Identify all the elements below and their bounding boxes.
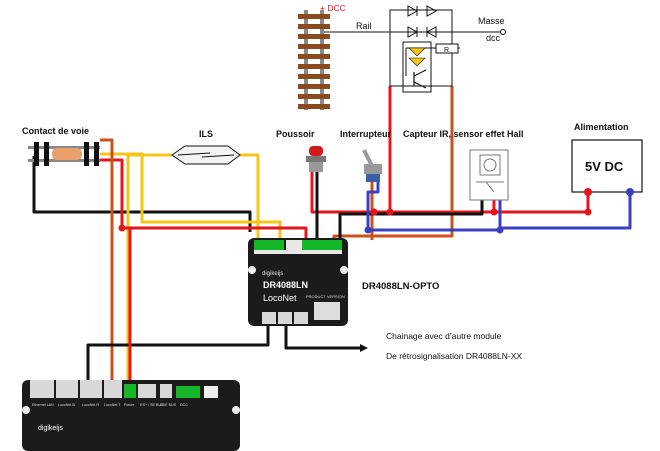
- junction-dots: [118, 208, 592, 234]
- rail-track-top: [298, 10, 330, 110]
- module-brand: digikeijs: [262, 271, 283, 277]
- optocoupler: [402, 41, 432, 93]
- port-label: LocoNet T: [104, 403, 121, 407]
- hall-sensor: [469, 149, 509, 201]
- port-label: LocoNet B: [58, 403, 75, 407]
- masse-terminal: [500, 29, 506, 35]
- wires: [32, 86, 632, 388]
- wire-orange-sensor: [332, 86, 454, 246]
- wire-black-chainage: [284, 325, 360, 350]
- power-plus-terminal: [584, 188, 592, 196]
- masse-label: Masse: [478, 16, 505, 26]
- port-label: Power: [124, 403, 135, 407]
- chainage-line1: Chainage avec d’autre module: [386, 331, 502, 341]
- dr4088ln-module: [248, 238, 348, 326]
- toggle-switch: [362, 149, 382, 182]
- interrupteur-label: Interrupteur: [340, 129, 392, 139]
- wire-yellow-ils: [240, 153, 260, 248]
- module-bus: LocoNet: [263, 293, 297, 303]
- wire-black-hall: [338, 200, 484, 246]
- chainage-line2: De rétrosignalisation DR4088LN-XX: [386, 351, 522, 361]
- wire-blue-switch: [366, 180, 380, 212]
- port-label: Ethernet LAN: [32, 403, 54, 407]
- dcc-label: dcc: [486, 33, 501, 43]
- wire-orange-main: [100, 138, 114, 380]
- command-station: [22, 380, 240, 451]
- power-supply-box: [571, 139, 643, 193]
- power-supply-value: 5V DC: [585, 159, 624, 174]
- wire-red-contact: [100, 158, 130, 230]
- rail-label: Rail: [356, 21, 372, 31]
- sleepers: [298, 14, 330, 109]
- chainage-arrow-head: [360, 344, 368, 352]
- command-station-brand: digikeijs: [38, 425, 63, 432]
- module-version-label: PRODUCT VERSION: [306, 294, 345, 299]
- port-label: DCC: [180, 403, 188, 407]
- diode-bridge: [407, 5, 438, 38]
- contact-track: [28, 142, 100, 166]
- module-model: DR4088LN: [263, 280, 308, 290]
- resistor-label: R: [444, 47, 449, 54]
- command-station-port-labels: Ethernet LAN LocoNet B LocoNet R LocoNet…: [32, 403, 188, 407]
- push-button: [306, 146, 326, 172]
- module-name-label: DR4088LN-OPTO: [362, 281, 439, 292]
- resistor: [435, 43, 459, 54]
- port-label: RS+ / SE BUS: [140, 403, 164, 407]
- ils-reed-switch: [171, 145, 241, 165]
- capteur-label: Capteur IR, sensor effet Hall: [403, 129, 524, 139]
- poussoir-label: Poussoir: [276, 129, 315, 139]
- wire-yellow-ils-left: [126, 153, 172, 380]
- wire-blue-hall: [498, 193, 632, 230]
- dcc-plus-label: + DCC: [320, 3, 346, 13]
- contact-de-voie-label: Contact de voie: [22, 126, 89, 136]
- wire-red-right: [310, 160, 590, 214]
- port-label: CDE BUS: [160, 403, 177, 407]
- port-label: LocoNet R: [82, 403, 99, 407]
- alimentation-label: Alimentation: [574, 122, 629, 132]
- wire-black-loconet: [86, 325, 270, 388]
- power-minus-terminal: [626, 188, 634, 196]
- ils-label: ILS: [199, 129, 213, 139]
- wire-red-bus: [122, 226, 308, 240]
